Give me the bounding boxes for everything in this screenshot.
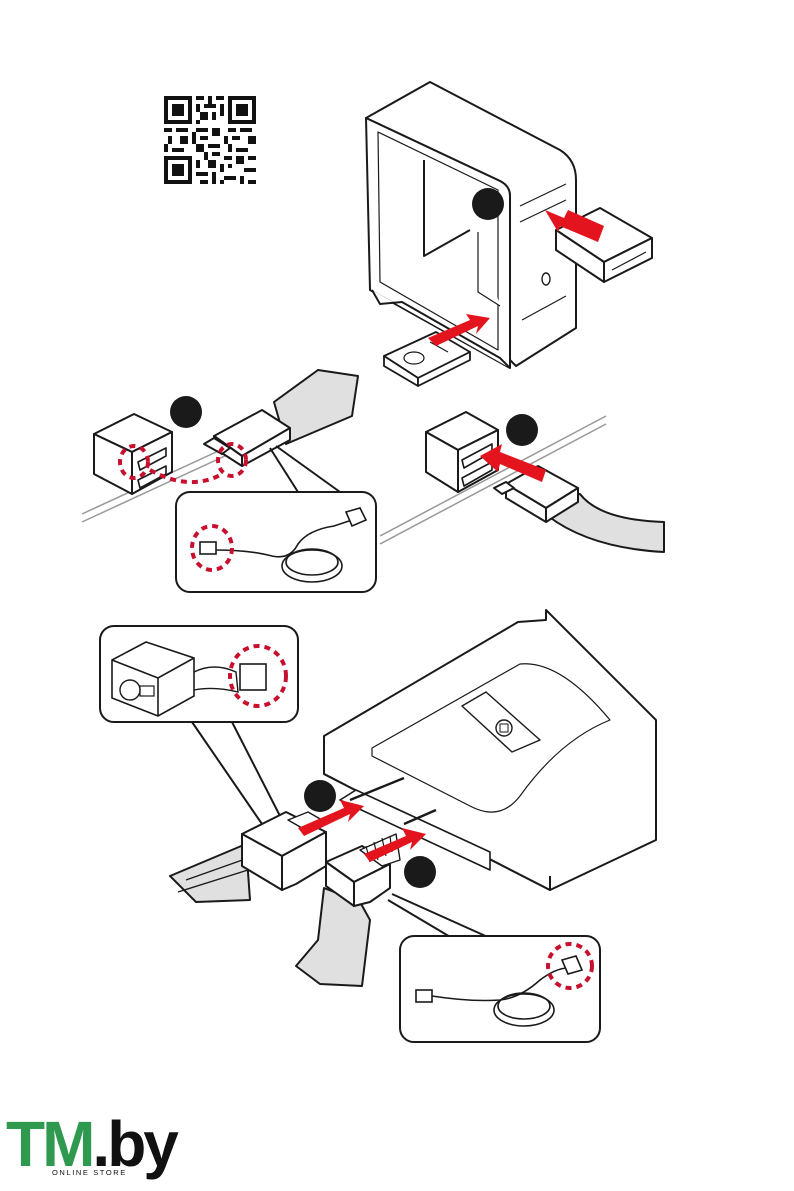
callout-sata-power: [388, 894, 600, 1042]
sata-port-block-right: [426, 412, 498, 492]
sata-cable-right: [494, 466, 664, 552]
sata-port-block-left: [94, 414, 172, 494]
step-badge-1: [472, 188, 504, 220]
store-logo: TM.by ONLINE STORE: [6, 1112, 156, 1182]
step-badge-2: [170, 396, 202, 428]
hard-disk-drive: [384, 332, 470, 386]
power-cable-bundle: [170, 812, 326, 902]
step-badge-4: [304, 780, 336, 812]
logo-subtitle: ONLINE STORE: [50, 1168, 129, 1177]
step-badge-3: [506, 414, 538, 446]
step-badge-5: [404, 856, 436, 888]
sata-cable-left: [204, 370, 358, 466]
callout-psu: [100, 626, 298, 824]
